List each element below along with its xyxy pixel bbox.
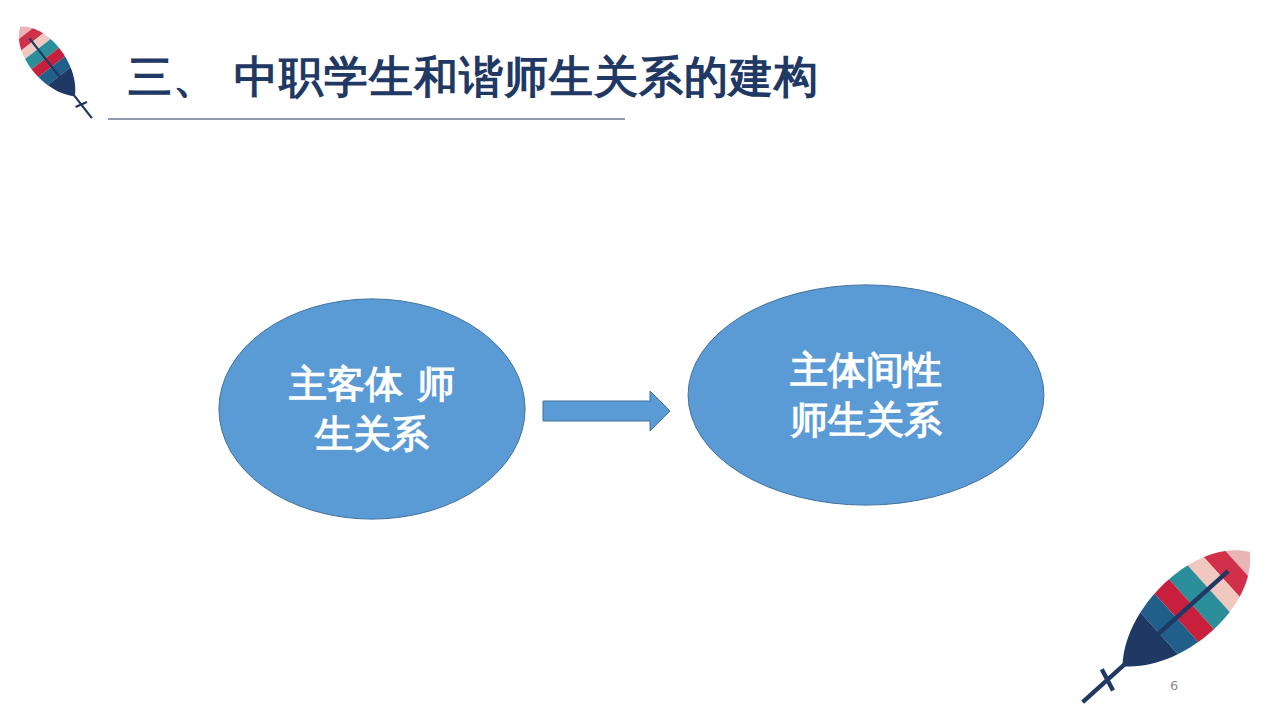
node-label: 主体间性 师生关系 xyxy=(776,345,956,445)
feather-icon xyxy=(0,2,116,136)
title-underline xyxy=(108,118,625,119)
slide-title: 三、 中职学生和谐师生关系的建构 xyxy=(128,48,819,107)
node-label: 主客体 师生关系 xyxy=(282,359,462,459)
ellipse-node: 主体间性 师生关系 xyxy=(687,284,1045,506)
ellipse-outline xyxy=(687,284,1045,506)
page-number: 6 xyxy=(1170,678,1178,693)
feather-icon xyxy=(1044,499,1280,720)
block-arrow xyxy=(543,391,670,431)
ellipse-node: 主客体 师生关系 xyxy=(218,298,526,520)
ellipse-outline xyxy=(218,298,526,520)
